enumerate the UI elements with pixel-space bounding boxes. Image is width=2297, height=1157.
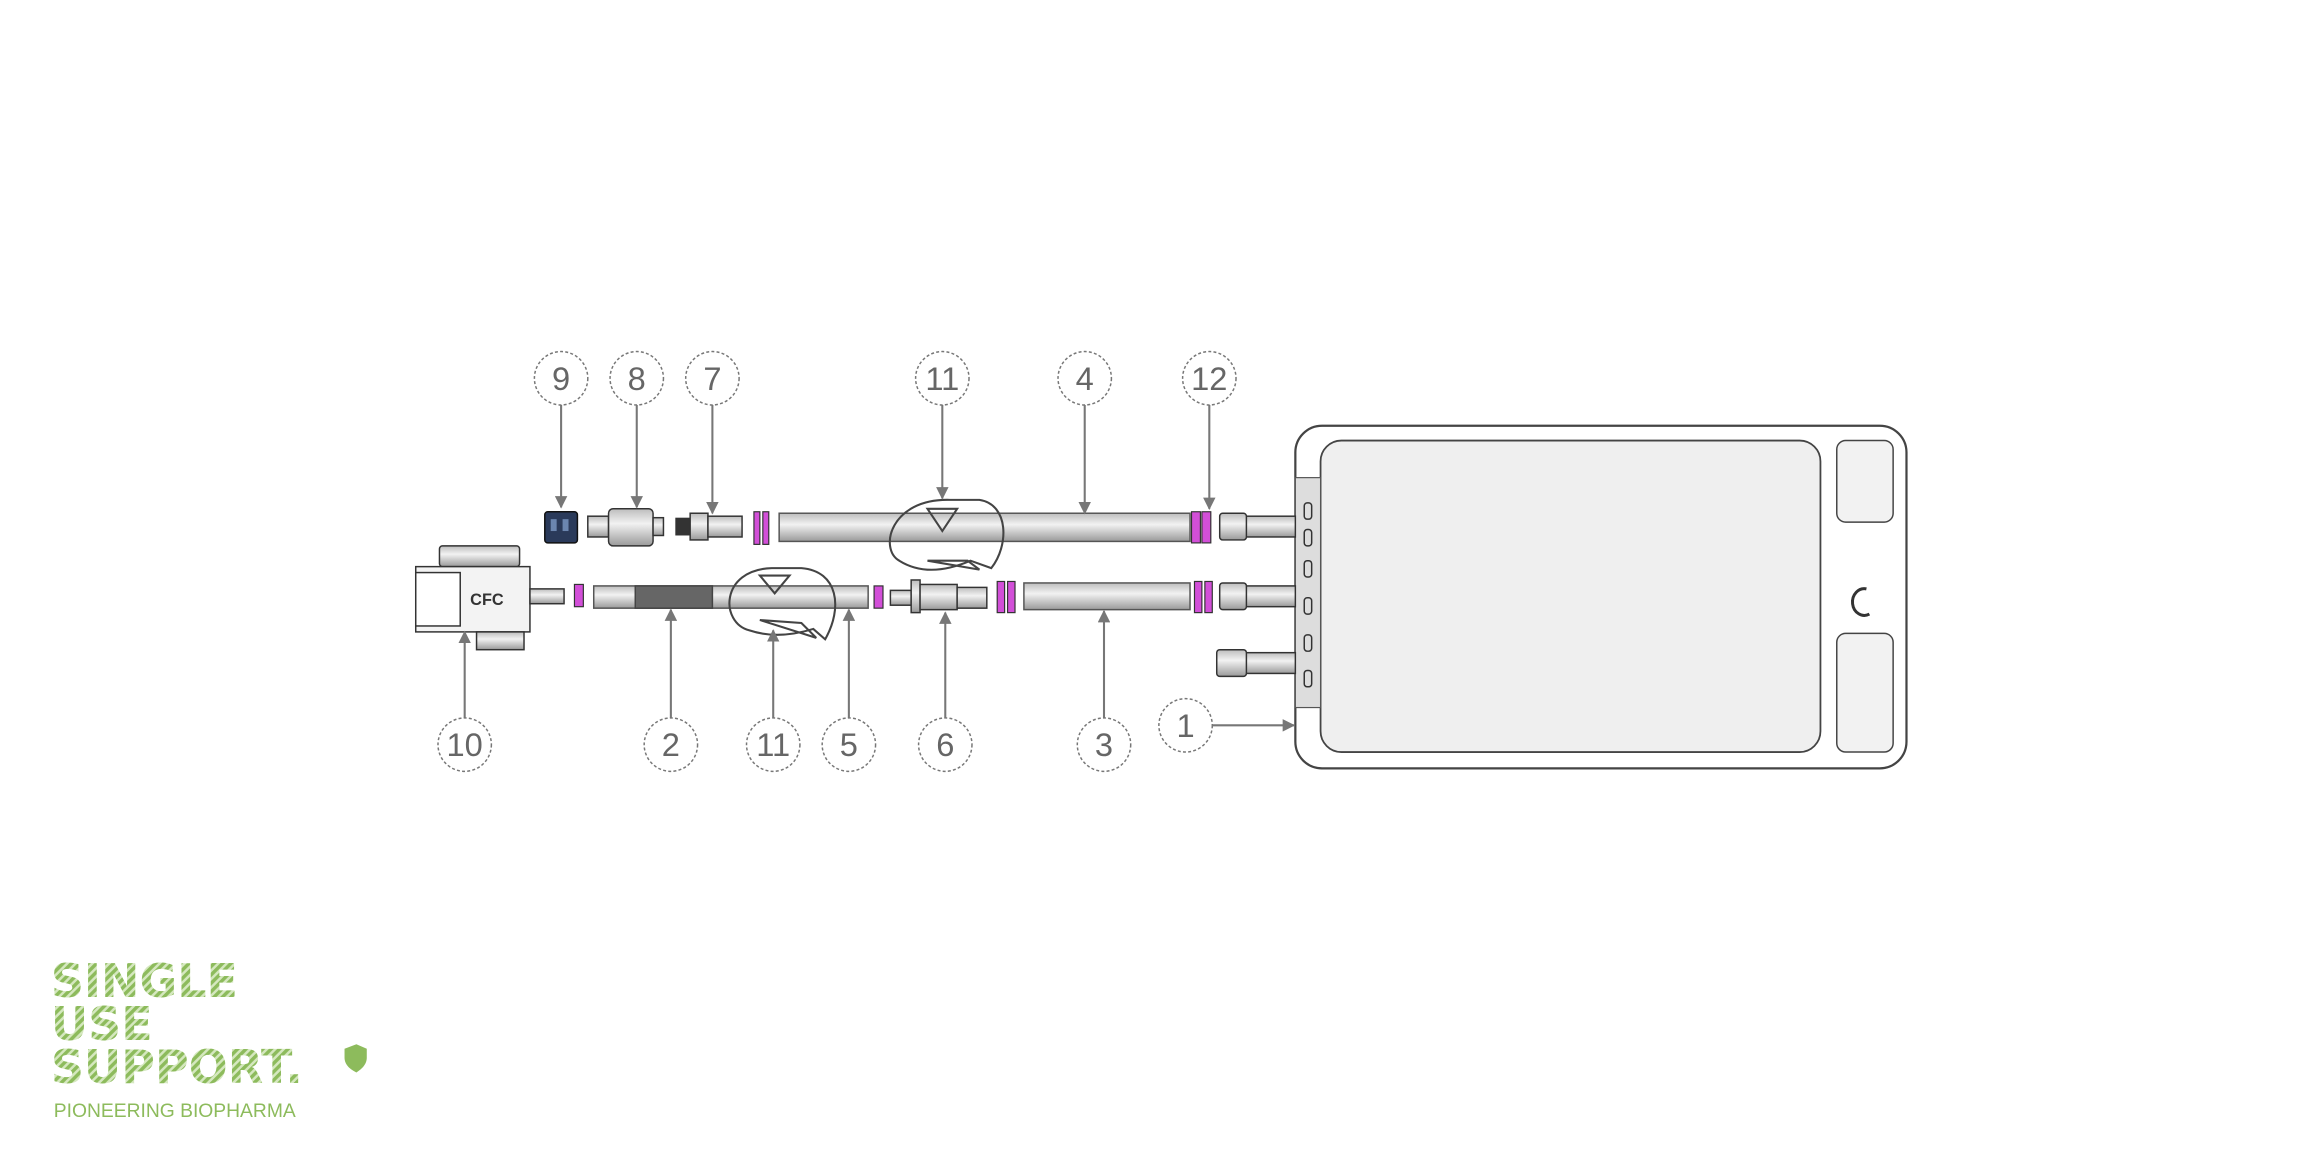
single-use-support-logo: SINGLE USE SUPPORT. PIONEERING BIOPHARMA bbox=[51, 954, 367, 1122]
svg-text:3: 3 bbox=[1095, 726, 1113, 763]
callout-12: 12 bbox=[1181, 350, 1237, 406]
callout-5: 5 bbox=[821, 717, 877, 773]
callout-2: 2 bbox=[643, 717, 699, 773]
svg-text:12: 12 bbox=[1191, 360, 1227, 397]
callout-8: 8 bbox=[609, 350, 665, 406]
svg-text:SUPPORT.: SUPPORT. bbox=[51, 1040, 303, 1094]
hanger-hole-icon bbox=[1850, 587, 1871, 617]
svg-text:5: 5 bbox=[840, 726, 858, 763]
cfc-connector-10: CFC bbox=[414, 545, 565, 651]
svg-text:10: 10 bbox=[447, 726, 483, 763]
callout-3: 3 bbox=[1076, 717, 1132, 773]
svg-text:11: 11 bbox=[925, 360, 959, 397]
bag-ports bbox=[1215, 512, 1297, 678]
svg-text:8: 8 bbox=[628, 360, 646, 397]
svg-text:2: 2 bbox=[662, 726, 680, 763]
tube-4 bbox=[778, 512, 1191, 543]
callout-11-bottom: 11 bbox=[745, 717, 801, 773]
svg-text:4: 4 bbox=[1076, 360, 1094, 397]
clamp-11-bottom bbox=[728, 567, 837, 641]
svg-text:SINGLE: SINGLE bbox=[51, 954, 238, 1008]
shield-icon bbox=[344, 1044, 367, 1073]
callout-11-top: 11 bbox=[914, 350, 970, 406]
svg-text:USE: USE bbox=[51, 997, 153, 1051]
callout-6: 6 bbox=[917, 717, 973, 773]
tube-3 bbox=[1023, 582, 1191, 611]
svg-text:PIONEERING BIOPHARMA: PIONEERING BIOPHARMA bbox=[54, 1101, 296, 1122]
connector-6 bbox=[889, 579, 988, 614]
bottom-line: CFC bbox=[414, 545, 1213, 651]
connector-8 bbox=[587, 508, 665, 547]
cfc-label: CFC bbox=[470, 591, 504, 609]
svg-text:1: 1 bbox=[1177, 707, 1195, 744]
svg-text:6: 6 bbox=[936, 726, 954, 763]
callout-4: 4 bbox=[1057, 350, 1113, 406]
callout-1: 1 bbox=[1158, 697, 1214, 753]
clamp-11-top bbox=[888, 498, 1005, 571]
svg-text:9: 9 bbox=[552, 360, 570, 397]
cap-9 bbox=[544, 511, 579, 544]
bag bbox=[1294, 424, 1908, 770]
svg-text:11: 11 bbox=[756, 726, 790, 763]
connector-7 bbox=[675, 512, 743, 541]
top-line bbox=[544, 498, 1212, 571]
svg-text:7: 7 bbox=[703, 360, 721, 397]
leader-lines bbox=[458, 404, 1296, 732]
callout-7: 7 bbox=[684, 350, 740, 406]
callout-9: 9 bbox=[533, 350, 589, 406]
callout-10: 10 bbox=[437, 717, 493, 773]
